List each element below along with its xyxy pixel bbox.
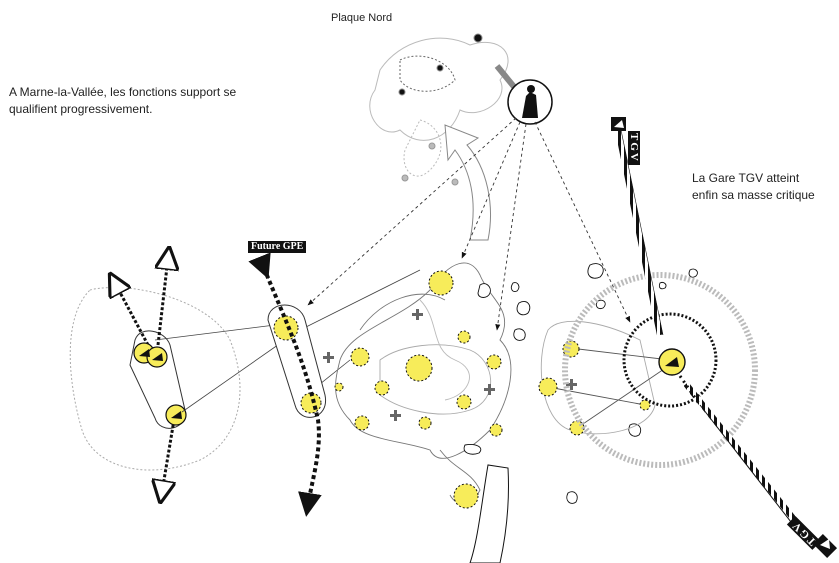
tgv-annotation-line1: La Gare TGV atteint (692, 171, 800, 185)
right-stations (538, 340, 651, 436)
left-rail-lines (115, 258, 174, 492)
right-hub (540, 320, 671, 435)
central-stations (334, 270, 503, 509)
marne-annotation-line1: A Marne-la-Vallée, les fonctions support… (9, 85, 237, 99)
future-gpe-line (248, 252, 322, 517)
scattered-blobs (463, 263, 698, 504)
left-stations (133, 342, 187, 426)
left-region (69, 286, 241, 471)
tgv-rail (614, 124, 808, 541)
plaque-nord-label: Plaque Nord (331, 12, 393, 24)
tgv-label-top: TGV (628, 131, 640, 165)
tgv-annotation-line2: enfin sa masse critique (692, 188, 815, 202)
influence-ring (562, 272, 758, 468)
marne-annotation-line2: qualifient progressivement. (9, 102, 153, 116)
tgv-station-ring (622, 312, 718, 408)
connector-lines (307, 117, 631, 331)
future-gpe-label: Future GPE (248, 241, 307, 253)
central-cluster (335, 262, 512, 505)
bottom-band (469, 464, 509, 563)
plaque-nord-area (369, 33, 509, 186)
magnifier-icon (494, 64, 553, 125)
plus-icon (323, 309, 577, 421)
large-arrow (444, 124, 491, 241)
